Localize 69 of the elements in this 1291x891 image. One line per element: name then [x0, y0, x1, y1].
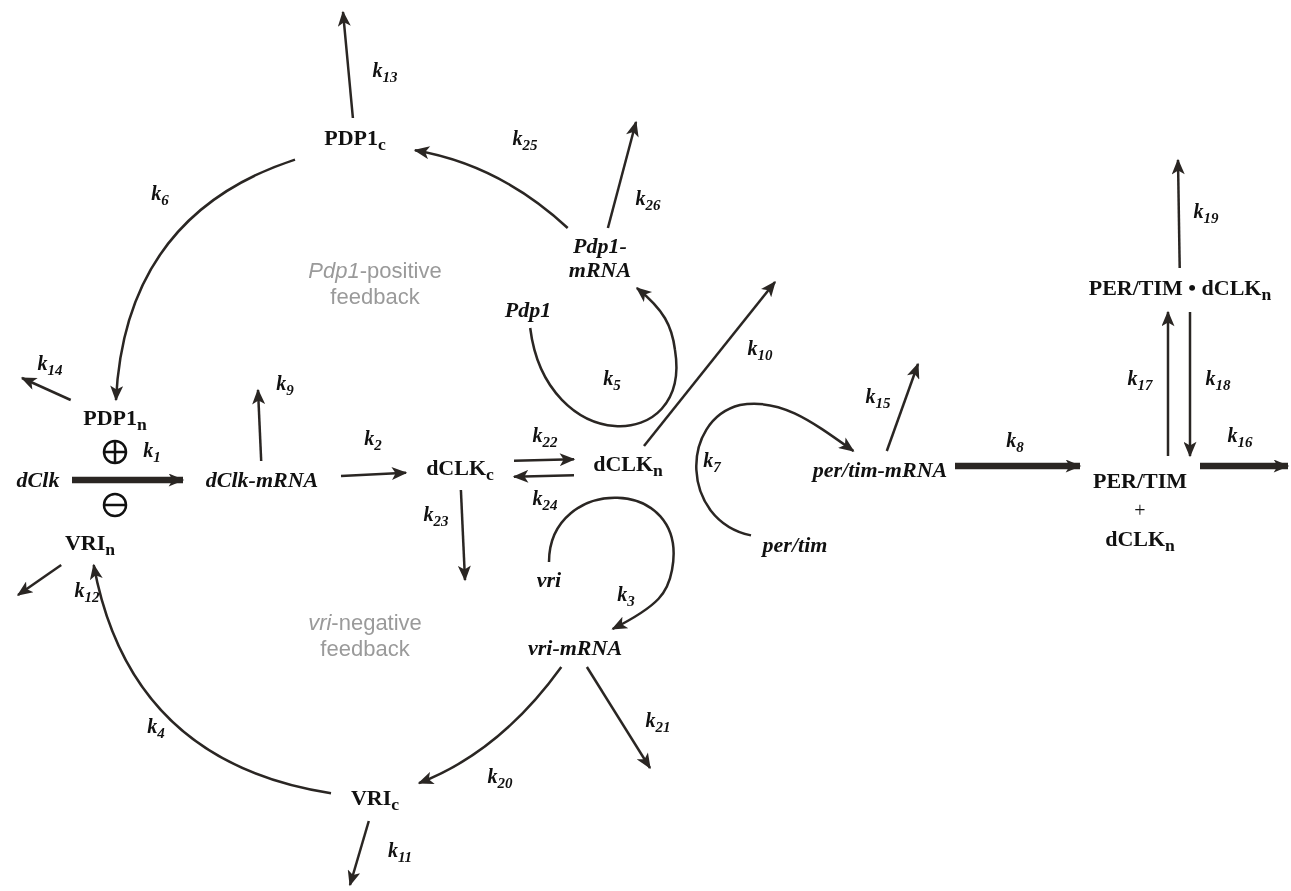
species-name: PER/TIM	[1092, 468, 1188, 493]
rate-constant-label: k$_{16}$	[1227, 423, 1253, 451]
reaction-arrow	[512, 469, 575, 483]
rate-constant-label: k$_{25}$	[512, 126, 538, 154]
reaction-arrow	[643, 281, 776, 447]
rate-constant-label: k$_{15}$	[865, 384, 891, 412]
reaction-arrow	[1171, 158, 1185, 269]
reaction-arrow	[110, 158, 296, 402]
rate-constant-label: k$_{4}$	[147, 714, 165, 742]
rate-constant-label: k$_{24}$	[532, 486, 558, 514]
reaction-arrow	[606, 120, 639, 229]
species-name: PDP1$_{c}$	[324, 125, 386, 155]
rate-constant-label: k$_{13}$	[372, 58, 398, 86]
rate-constant-label: k$_{19}$	[1193, 199, 1219, 227]
rate-constant-label: k$_{2}$	[364, 426, 382, 454]
rate-constant-label: k$_{26}$	[635, 186, 661, 214]
rate-constant-label: k$_{21}$	[645, 708, 671, 736]
rate-constant-label: k$_{8}$	[1006, 428, 1024, 456]
reaction-arrow	[1161, 310, 1175, 456]
reaction-arrow	[885, 362, 920, 452]
species-name: per/tim-mRNA	[812, 457, 948, 483]
species-name: dClk	[16, 467, 60, 493]
rate-constant-label: k$_{6}$	[151, 181, 169, 209]
species-name: vri-mRNA	[527, 635, 623, 661]
species-name: VRI$_{c}$	[350, 785, 400, 815]
species-name: VRI$_{n}$	[64, 530, 116, 560]
rate-constant-label: k$_{11}$	[387, 838, 413, 866]
species-name: dCLK$_{n}$	[593, 451, 663, 481]
species-name: PER/TIM • dCLK$_{n}$	[1088, 275, 1272, 305]
rate-constant-label: k$_{7}$	[703, 448, 721, 476]
rate-constant-label: k$_{17}$	[1127, 366, 1153, 394]
rate-constant-label: k$_{9}$	[276, 371, 294, 399]
plus-sign: +	[1134, 498, 1146, 521]
rate-constant-label: k$_{22}$	[532, 423, 558, 451]
species-name: PDP1$_{n}$	[83, 405, 147, 435]
reaction-arrow	[417, 666, 563, 785]
reaction-arrow	[695, 402, 855, 537]
reaction-arrow	[547, 496, 675, 631]
species-name: vri	[536, 567, 562, 593]
reaction-arrow	[90, 563, 332, 795]
rate-constant-label: k$_{3}$	[617, 582, 635, 610]
species-name: dCLK$_{c}$	[426, 455, 494, 485]
rate-constant-label: k$_{18}$	[1205, 366, 1231, 394]
reaction-arrow	[337, 10, 355, 119]
species-name: dClk-mRNA	[205, 467, 319, 493]
rate-constant-label: k$_{5}$	[603, 366, 621, 394]
rate-constant-label: k$_{14}$	[37, 351, 63, 379]
species-name: Pdp1	[504, 297, 552, 323]
reaction-arrow	[528, 287, 678, 428]
reaction-arrow	[585, 666, 652, 770]
reaction-arrow	[16, 563, 62, 597]
species-name: Pdp1-mRNA	[567, 233, 633, 283]
reaction-arrow	[347, 820, 370, 887]
rate-constant-label: k$_{23}$	[423, 502, 449, 530]
rate-constant-label: k$_{1}$	[143, 438, 161, 466]
rate-constant-label: k$_{10}$	[747, 336, 773, 364]
rate-constant-label: k$_{12}$	[74, 578, 100, 606]
reaction-arrow	[340, 466, 408, 480]
rate-constant-label: k$_{20}$	[487, 764, 513, 792]
species-name: per/tim	[762, 532, 828, 558]
species-name: dCLK$_{n}$	[1105, 526, 1175, 556]
reaction-arrow	[20, 376, 72, 402]
reaction-arrow	[252, 388, 266, 462]
reaction-arrow	[513, 453, 576, 467]
feedback-loop-label: vri-negative feedback	[307, 610, 423, 663]
reaction-arrow	[1183, 312, 1197, 458]
feedback-loop-label: Pdp1-positive feedback	[307, 258, 443, 311]
reaction-arrow	[457, 489, 471, 582]
reaction-arrow	[413, 146, 569, 229]
